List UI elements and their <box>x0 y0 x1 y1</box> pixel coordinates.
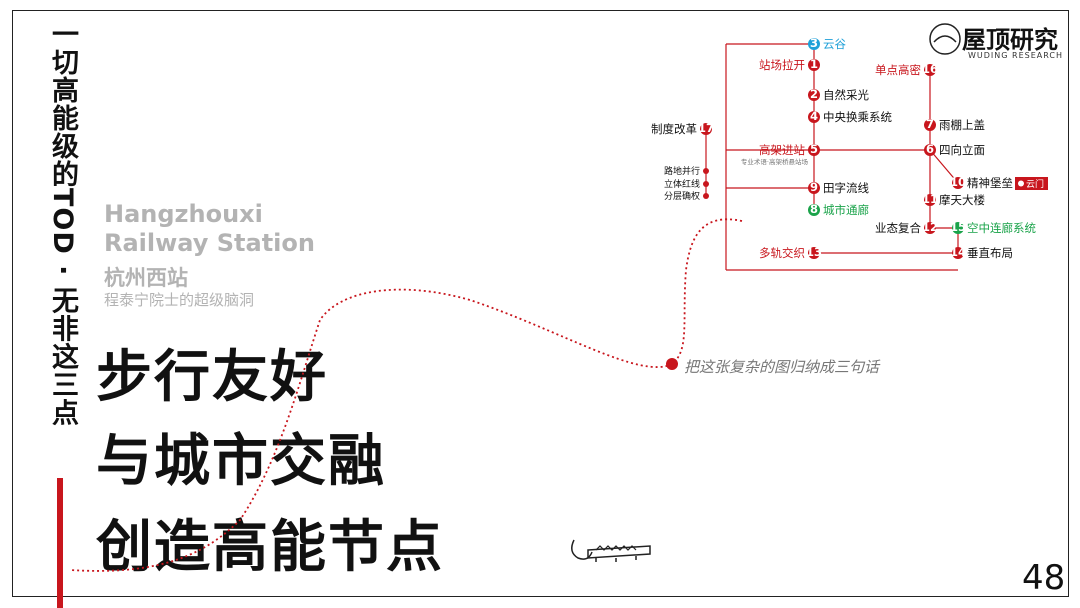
dotted-connector <box>69 218 743 572</box>
logo-icon <box>929 23 961 55</box>
node-3-num: 3 <box>810 36 818 50</box>
node-3 <box>808 38 820 50</box>
node-2 <box>808 89 820 101</box>
node-6-label: 四向立面 <box>939 143 985 157</box>
node-8-label: 城市通廊 <box>823 203 869 217</box>
page-number: 48 <box>1022 558 1066 598</box>
node-policy-3 <box>703 193 709 199</box>
node-14-label: 垂直布局 <box>967 246 1013 260</box>
node-13-label: 多轨交织 <box>759 246 805 260</box>
node-2-label: 自然采光 <box>823 88 869 102</box>
node-11-num: 11 <box>922 192 938 206</box>
policy-item-2: 立体红线 <box>664 178 700 190</box>
node-policy-2 <box>703 181 709 187</box>
node-9 <box>808 182 820 194</box>
node-15-num: 15 <box>950 220 966 234</box>
node-12 <box>924 222 936 234</box>
station-name-en-line1: Hangzhouxi <box>104 200 263 228</box>
annotation-text: 把这张复杂的图归纳成三句话 <box>684 358 880 376</box>
slide-frame <box>12 10 1069 597</box>
node-10 <box>952 177 964 189</box>
node-4-num: 4 <box>810 109 818 123</box>
node-5-note: 专业术语·高架桥悬站场 <box>741 157 809 166</box>
node-14-num: 14 <box>950 245 966 259</box>
node-10-num: 10 <box>950 175 966 189</box>
headline-line-1: 步行友好 <box>96 345 328 410</box>
node-13-num: 13 <box>806 245 822 259</box>
station-name-cn: 杭州西站 <box>104 266 188 290</box>
node-6 <box>924 144 936 156</box>
node-12-label: 业态复合 <box>875 221 921 235</box>
node-6-num: 6 <box>926 142 934 156</box>
logo-text: 屋顶研究 <box>962 25 1058 54</box>
node-10-tag-bg <box>1015 177 1048 190</box>
node-16 <box>924 64 936 76</box>
headline-line-2: 与城市交融 <box>96 429 386 494</box>
node-8 <box>808 204 820 216</box>
crocodile-icon <box>571 539 651 562</box>
station-name-en-line2: Railway Station <box>104 229 315 257</box>
annotation-dot <box>666 358 678 370</box>
accent-bar <box>57 478 63 608</box>
node-3-label: 云谷 <box>823 37 846 51</box>
node-1-label: 站场拉开 <box>759 58 805 72</box>
node-16-num: 16 <box>922 62 938 76</box>
node-9-label: 田字流线 <box>823 181 869 195</box>
node-7-num: 7 <box>926 117 934 131</box>
node-4 <box>808 111 820 123</box>
diagram-nodes <box>666 38 964 370</box>
node-17-label: 制度改革 <box>651 122 697 136</box>
node-16-label: 单点高密 <box>875 63 921 77</box>
vertical-title: 一切高能级的TOD · 无非这三点 <box>47 20 78 427</box>
node-7 <box>924 119 936 131</box>
node-17 <box>700 123 712 135</box>
node-5-label: 高架进站 <box>759 143 805 157</box>
node-5 <box>808 144 820 156</box>
node-11-label: 摩天大楼 <box>939 193 985 207</box>
policy-item-3: 分层确权 <box>664 190 700 202</box>
node-12-num: 12 <box>922 220 938 234</box>
node-policy-1 <box>703 168 709 174</box>
node-7-label: 雨棚上盖 <box>939 118 985 132</box>
node-13 <box>808 247 820 259</box>
node-9-num: 9 <box>810 180 818 194</box>
node-8-num: 8 <box>810 202 818 216</box>
node-15-label: 空中连廊系统 <box>967 221 1036 235</box>
subtitle: 程泰宁院士的超级脑洞 <box>104 291 255 309</box>
node-2-num: 2 <box>810 87 818 101</box>
policy-item-1: 路地并行 <box>664 165 700 177</box>
node-1-num: 1 <box>810 57 818 71</box>
node-10-tag-dot <box>1018 180 1024 187</box>
node-4-label: 中央换乘系统 <box>823 110 892 124</box>
node-17-num: 17 <box>698 121 714 135</box>
node-11 <box>924 194 936 206</box>
node-1 <box>808 59 820 71</box>
node-14 <box>952 247 964 259</box>
node-10-tag: 云门 <box>1026 178 1044 190</box>
logo-subtext: WUDING RESEARCH <box>968 51 1063 60</box>
node-10-label: 精神堡垒 <box>967 176 1013 190</box>
node-5-num: 5 <box>810 142 818 156</box>
node-15 <box>952 222 964 234</box>
headline-line-3: 创造高能节点 <box>96 515 444 580</box>
